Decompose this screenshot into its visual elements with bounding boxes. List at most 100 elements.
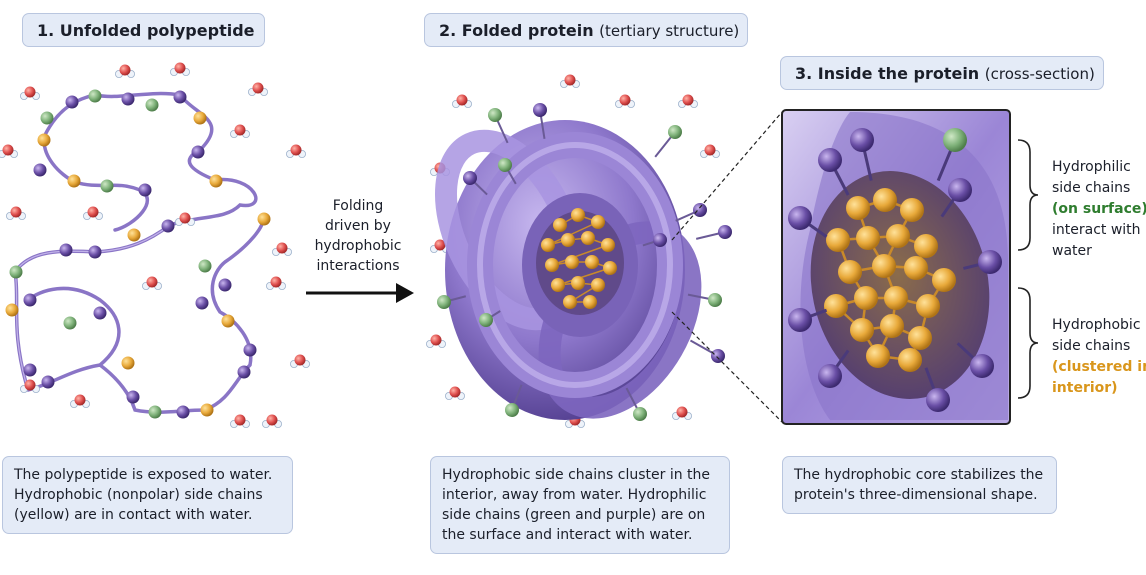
water-molecule xyxy=(19,86,41,101)
side-chain xyxy=(818,364,842,388)
water-molecule xyxy=(285,144,306,158)
panel2-number: 2. xyxy=(439,21,457,40)
panel2-title: 2. Folded protein (tertiary structure) xyxy=(424,13,748,47)
panel3-title: 3. Inside the protein (cross-section) xyxy=(780,56,1104,90)
hydrophobic-residue xyxy=(553,218,567,232)
caption-line: Hydrophobic side chains cluster in the xyxy=(442,467,711,483)
hydrophilic-surface-detail xyxy=(788,128,1002,412)
water-molecule xyxy=(289,354,310,368)
side-chain xyxy=(818,148,842,172)
panel2-caption: Hydrophobic side chains cluster in the i… xyxy=(430,456,730,554)
folded-protein xyxy=(434,103,732,421)
hydrophobic-residue xyxy=(932,268,956,292)
hydrophobic-residue xyxy=(886,224,910,248)
water-molecule xyxy=(265,276,286,290)
side-chain xyxy=(437,295,451,309)
hydrophobic-residue xyxy=(900,198,924,222)
caption-line: The polypeptide is exposed to water. xyxy=(14,467,273,483)
hydrophobic-core-detail xyxy=(824,188,956,372)
water-molecules xyxy=(0,62,721,428)
hydrophobic-residue xyxy=(545,258,559,272)
side-chain xyxy=(668,125,682,139)
hydrophobic-residue xyxy=(880,314,904,338)
panel3-number: 3. xyxy=(795,64,813,83)
water-molecule xyxy=(560,74,581,89)
water-molecule xyxy=(229,414,250,428)
caption-line: protein's three-dimensional shape. xyxy=(794,487,1038,503)
water-molecule xyxy=(672,406,693,420)
hydrophobic-residue xyxy=(571,276,585,290)
side-chain xyxy=(463,171,477,185)
panel2-title-text: Folded protein xyxy=(461,21,594,40)
hydrophobic-residue xyxy=(571,208,585,222)
side-chain xyxy=(718,225,732,239)
side-chain xyxy=(978,250,1002,274)
caption-line: Hydrophobic (nonpolar) side chains xyxy=(14,487,263,503)
water-molecule xyxy=(169,62,190,77)
caption-line: (yellow) are in contact with water. xyxy=(14,507,253,523)
side-chain xyxy=(788,206,812,230)
side-chain xyxy=(498,158,512,172)
water-molecule xyxy=(115,64,136,79)
surface-side-chains xyxy=(437,103,732,421)
arrow-label-line: hydrophobic xyxy=(314,238,402,254)
side-chain xyxy=(708,293,722,307)
water-molecule xyxy=(425,334,446,348)
label-line: water xyxy=(1052,243,1092,259)
side-chain xyxy=(653,233,667,247)
panel1-title-text: Unfolded polypeptide xyxy=(59,21,255,40)
water-molecule xyxy=(229,124,250,138)
label-line: Hydrophilic xyxy=(1052,159,1131,175)
hydrophobic-brace xyxy=(1017,287,1039,399)
caption-line: the surface and interact with water. xyxy=(442,527,693,543)
folding-arrow-label: Folding driven by hydrophobic interactio… xyxy=(300,196,416,276)
hydrophobic-residue xyxy=(854,286,878,310)
label-line: side chains xyxy=(1052,338,1131,354)
hydrophobic-residue xyxy=(846,196,870,220)
side-chain xyxy=(533,103,547,117)
water-molecule xyxy=(451,94,472,109)
water-molecule xyxy=(700,144,721,158)
water-molecule xyxy=(141,276,162,290)
label-highlight: (on surface) xyxy=(1052,201,1146,217)
label-line: Hydrophobic xyxy=(1052,317,1141,333)
hydrophobic-residue xyxy=(866,344,890,368)
hydrophobic-residue xyxy=(591,215,605,229)
panel1-number: 1. xyxy=(37,21,55,40)
label-line: interact with xyxy=(1052,222,1141,238)
arrow-label-line: Folding xyxy=(332,198,384,214)
water-molecule xyxy=(0,144,18,158)
arrow-label-line: interactions xyxy=(316,258,400,274)
hydrophobic-residue xyxy=(551,278,565,292)
panel3-subtitle: (cross-section) xyxy=(984,65,1095,83)
label-highlight: interior) xyxy=(1052,380,1118,396)
label-line: side chains xyxy=(1052,180,1131,196)
hydrophobic-residue xyxy=(898,348,922,372)
hydrophobic-residue xyxy=(601,238,615,252)
caption-line: interior, away from water. Hydrophilic xyxy=(442,487,707,503)
water-molecule xyxy=(261,414,282,428)
hydrophobic-residue xyxy=(856,226,880,250)
hydrophobic-residue xyxy=(908,326,932,350)
hydrophobic-residue xyxy=(838,260,862,284)
side-chain xyxy=(970,354,994,378)
hydrophilic-brace xyxy=(1017,139,1039,251)
chain-residues xyxy=(5,89,271,419)
panel1-title: 1. Unfolded polypeptide xyxy=(22,13,265,47)
hydrophobic-residue xyxy=(561,233,575,247)
water-molecule xyxy=(247,82,268,97)
hydrophobic-label: Hydrophobic side chains (clustered in in… xyxy=(1052,315,1146,399)
side-chain xyxy=(479,313,493,327)
hydrophobic-residue xyxy=(824,294,848,318)
caption-line: The hydrophobic core stabilizes the xyxy=(794,467,1044,483)
water-molecule xyxy=(70,394,91,408)
water-molecule xyxy=(444,386,465,400)
label-highlight: (clustered in xyxy=(1052,359,1146,375)
side-chain xyxy=(948,178,972,202)
hydrophilic-label: Hydrophilic side chains (on surface) int… xyxy=(1052,157,1146,262)
water-molecule xyxy=(174,212,195,226)
hydrophobic-residue xyxy=(581,231,595,245)
folding-arrow xyxy=(306,283,414,303)
